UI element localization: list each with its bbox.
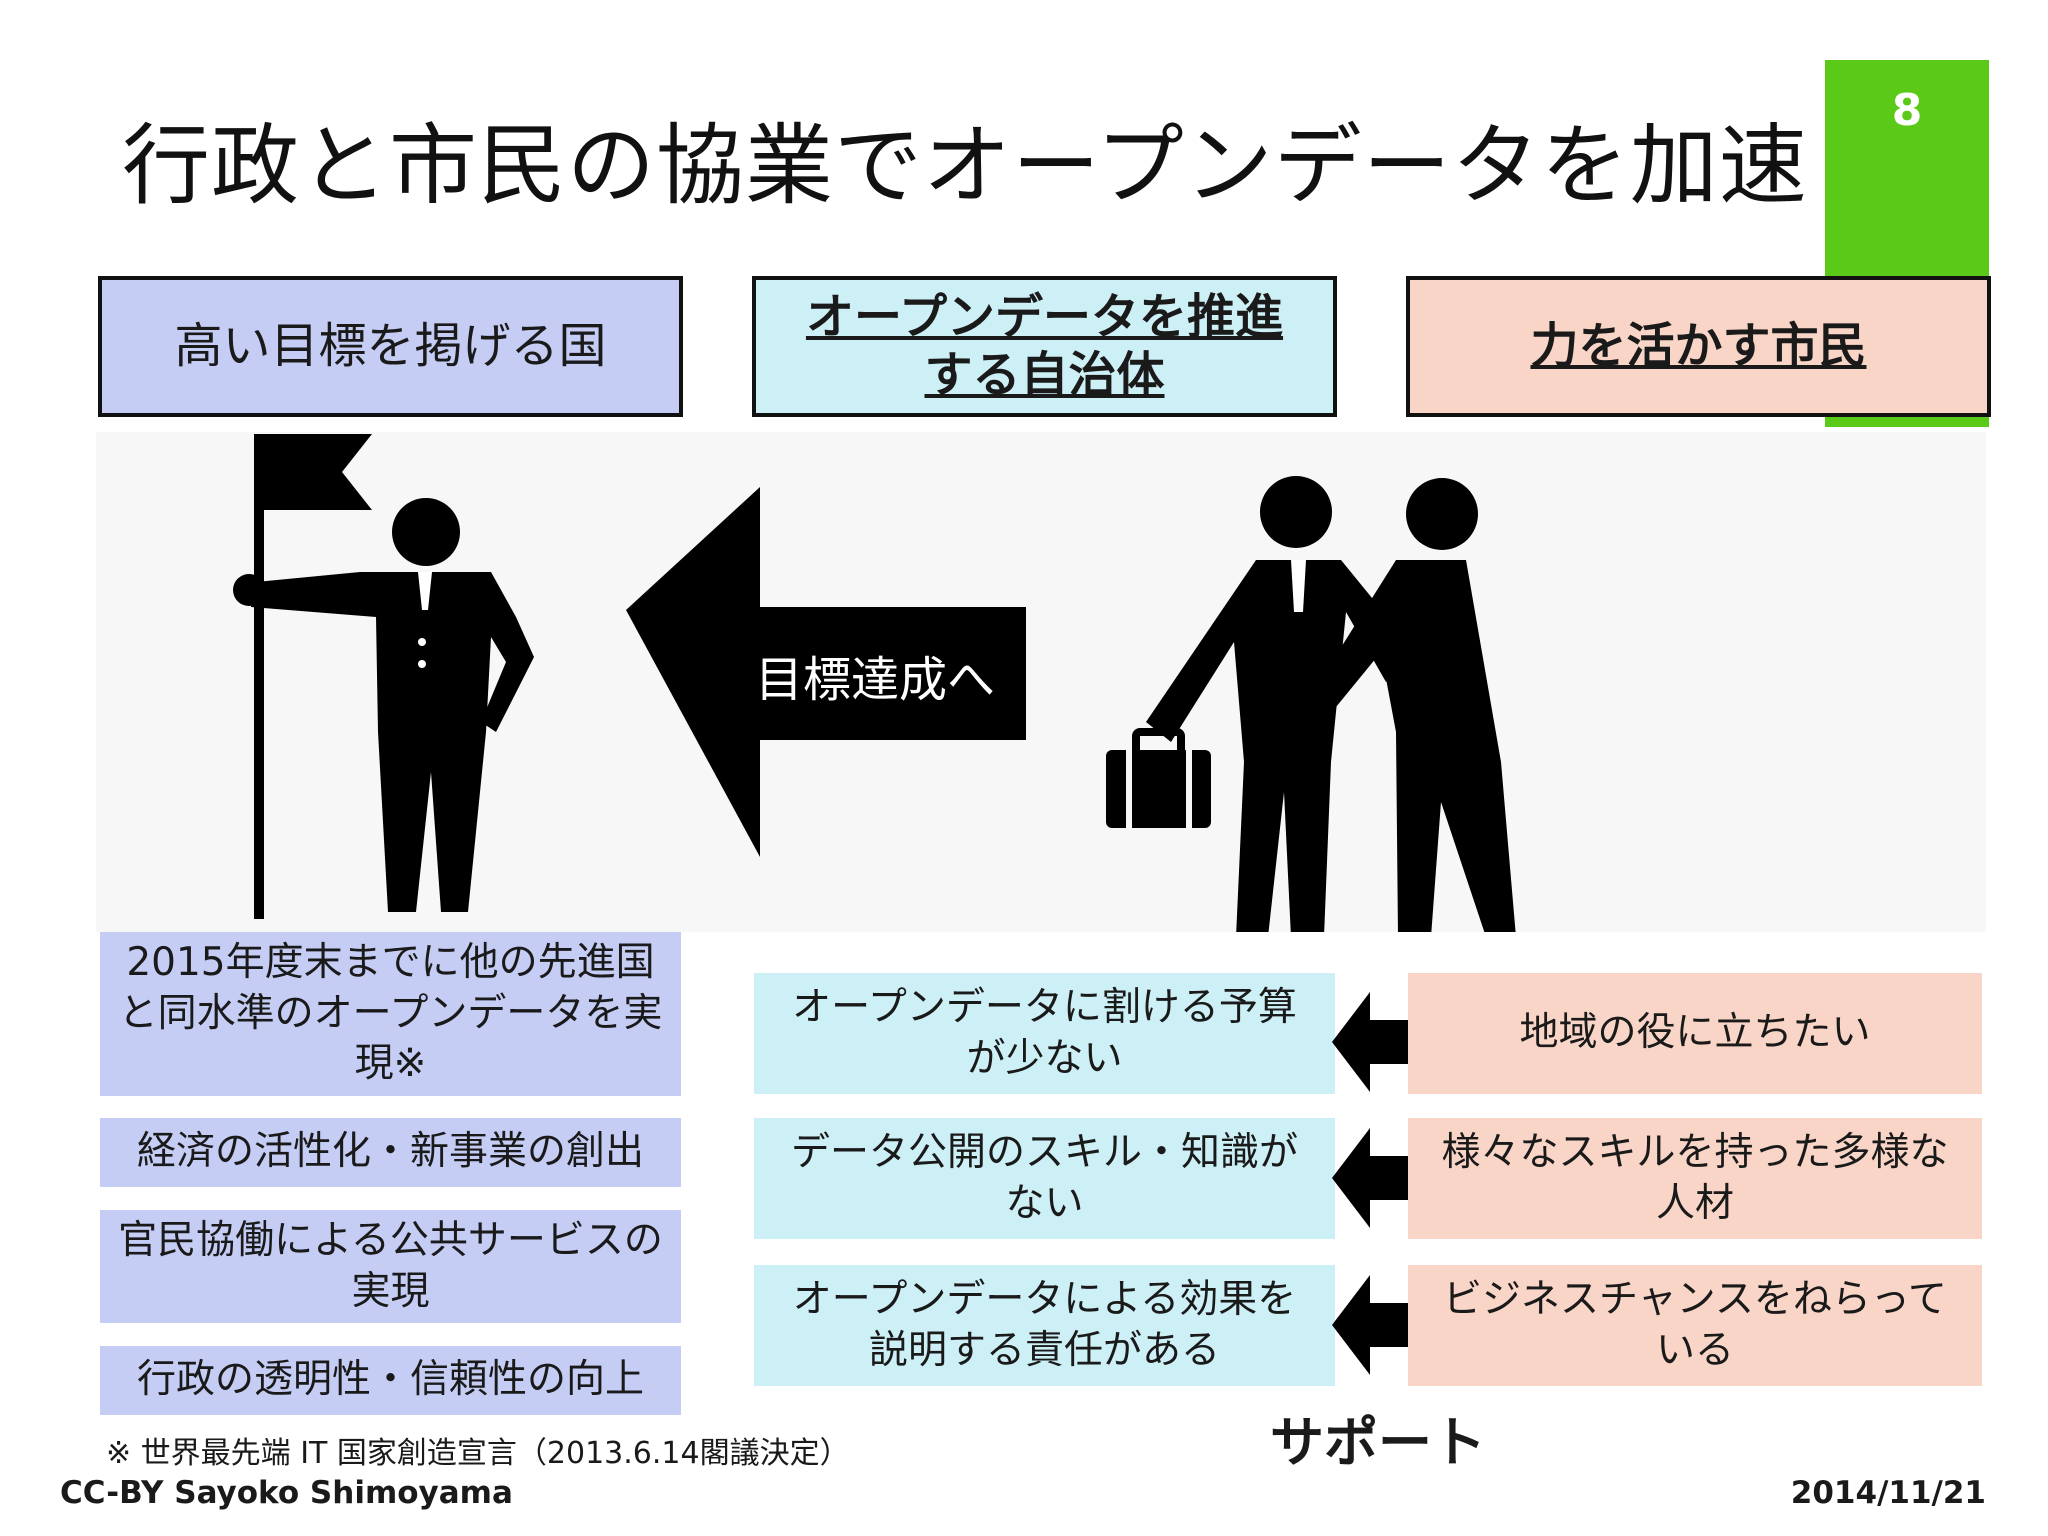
support-arrow-icon [1332,1275,1408,1375]
credit: CC-BY Sayoko Shimoyama [60,1475,513,1511]
header-citizens: 力を活かす市民 [1406,276,1991,417]
municipality-issue-2: データ公開のスキル・知識がない [754,1118,1335,1239]
leader-person-icon [233,498,534,912]
footnote: ※ 世界最先端 IT 国家創造宣言（2013.6.14閣議決定） [106,1436,850,1471]
support-arrow-icon [1332,992,1408,1092]
date: 2014/11/21 [1790,1475,1986,1511]
handshake-people-icon [1106,476,1516,932]
header-municipality: オープンデータを推進する自治体 [752,276,1337,417]
country-goal-2: 経済の活性化・新事業の創出 [100,1118,681,1187]
goal-arrow-label: 目標達成へ [754,652,995,708]
citizen-strength-1: 地域の役に立ちたい [1408,973,1982,1094]
citizen-strength-2: 様々なスキルを持った多様な人材 [1408,1118,1982,1239]
goal-arrow-icon [626,487,1026,857]
support-arrow-icon [1332,1128,1408,1228]
municipality-issue-1: オープンデータに割ける予算が少ない [754,973,1335,1094]
page-number: 8 [1891,85,1923,136]
slide-title: 行政と市民の協業でオープンデータを加速 [122,114,1808,217]
country-goal-3: 官民協働による公共サービスの実現 [100,1210,681,1323]
header-country: 高い目標を掲げる国 [98,276,683,417]
country-goal-4: 行政の透明性・信頼性の向上 [100,1346,681,1415]
header-country-label: 高い目標を掲げる国 [174,317,607,374]
illustration [233,434,1516,932]
support-label: サポート [1270,1411,1486,1474]
flag-icon [254,434,372,919]
citizen-strength-3: ビジネスチャンスをねらっている [1408,1265,1982,1386]
country-goal-1: 2015年度末までに他の先進国と同水準のオープンデータを実現※ [100,932,681,1096]
municipality-issue-3: オープンデータによる効果を説明する責任がある [754,1265,1335,1386]
header-citizens-label: 力を活かす市民 [1530,317,1867,374]
header-municipality-label: オープンデータを推進する自治体 [805,288,1284,403]
